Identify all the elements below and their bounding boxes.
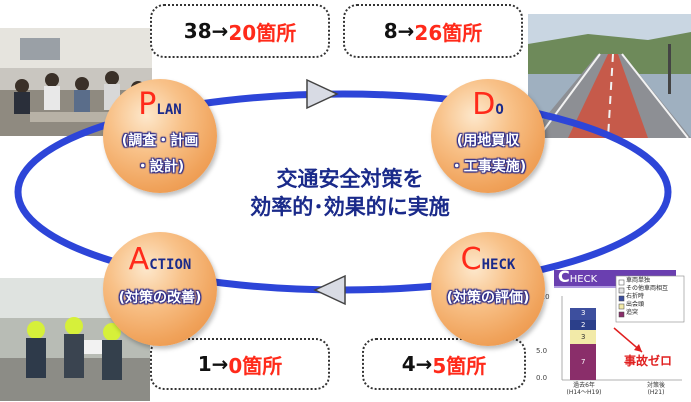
callout-plan-from: 38→ [183, 19, 229, 43]
stage-action-sub1: (対策の改善) [118, 290, 202, 306]
inset-legend-item: 出会頭 [626, 301, 645, 308]
stage-plan-sub1: (調査・計画 [121, 133, 199, 149]
callout-do-to: 26箇所 [414, 20, 483, 45]
stage-do-sub2: ・工事実施) [449, 159, 527, 175]
stage-check-rest: HECK [481, 257, 516, 273]
inset-header-letter: C [558, 267, 570, 286]
stage-do-sub1: (用地買収 [456, 133, 520, 149]
inset-chart: CHECK 車両単独 その他車両相互 右折時 出会頭 追突 10.0 5.0 0… [532, 268, 688, 398]
stage-do-title: DO [431, 87, 545, 122]
inset-legend-item: その他車両相互 [626, 285, 669, 292]
stage-check-letter: C [460, 242, 482, 277]
stage-check-title: CHECK [431, 242, 545, 277]
center-line-2: 効率的･効果的に実施 [250, 195, 450, 219]
stage-do: DO (用地買収 ・工事実施) [431, 79, 545, 193]
callout-check-to: 5箇所 [432, 353, 487, 378]
arrow-right-icon [306, 78, 339, 110]
inset-bar-label: 3 [581, 309, 586, 317]
stage-plan-title: PLAN [103, 87, 217, 122]
inset-legend: 車両単独 その他車両相互 右折時 出会頭 追突 [626, 277, 668, 317]
inset-header-rest: HECK [569, 274, 598, 285]
inset-bar-label: 3 [581, 333, 586, 341]
stage-do-rest: O [495, 102, 504, 118]
callout-action-to: 0箇所 [228, 353, 283, 378]
callout-check-from: 4→ [401, 352, 433, 376]
stage-plan-letter: P [138, 87, 157, 122]
stage-plan-rest: LAN [156, 102, 182, 118]
center-text: 交通安全対策を 効率的･効果的に実施 [200, 165, 500, 221]
stage-action-rest: CTION [149, 257, 192, 273]
inset-annotation: 事故ゼロ [624, 354, 673, 368]
center-line-1: 交通安全対策を [276, 167, 424, 191]
stage-action-letter: A [128, 242, 150, 277]
stage-check: CHECK (対策の評価) [431, 232, 545, 346]
callout-check: 4→5箇所 [362, 338, 526, 390]
inset-chart-graphic [554, 270, 685, 381]
callout-plan-to: 20箇所 [228, 20, 297, 45]
inset-legend-item: 右折時 [626, 293, 645, 300]
inset-bar-label: 2 [581, 321, 586, 329]
stage-action: ACTION (対策の改善) [103, 232, 217, 346]
stage-action-title: ACTION [103, 242, 217, 277]
stage-plan: PLAN (調査・計画 ・設計) [103, 79, 217, 193]
inset-ytick: 0.0 [536, 374, 548, 382]
inset-legend-item: 車両単独 [626, 277, 651, 284]
inset-xlabel-left: 過去6年 (H14〜H19) [566, 382, 602, 396]
stage-plan-sub2: ・設計) [135, 159, 185, 175]
inset-legend-item: 追突 [626, 309, 639, 316]
callout-do-from: 8→ [383, 19, 415, 43]
stage-check-sub1: (対策の評価) [446, 290, 530, 306]
inset-bar-label: 7 [581, 358, 586, 366]
stage-do-letter: D [472, 87, 496, 122]
callout-plan: 38→20箇所 [150, 4, 330, 58]
inset-xlabel-right: 対策後 (H21) [646, 382, 665, 396]
inset-header: CHECK [558, 268, 597, 286]
callout-action: 1→0箇所 [150, 338, 330, 390]
callout-do: 8→26箇所 [343, 4, 523, 58]
inset-ytick: 5.0 [536, 347, 548, 355]
callout-action-from: 1→ [197, 352, 229, 376]
arrow-left-icon [313, 274, 346, 306]
